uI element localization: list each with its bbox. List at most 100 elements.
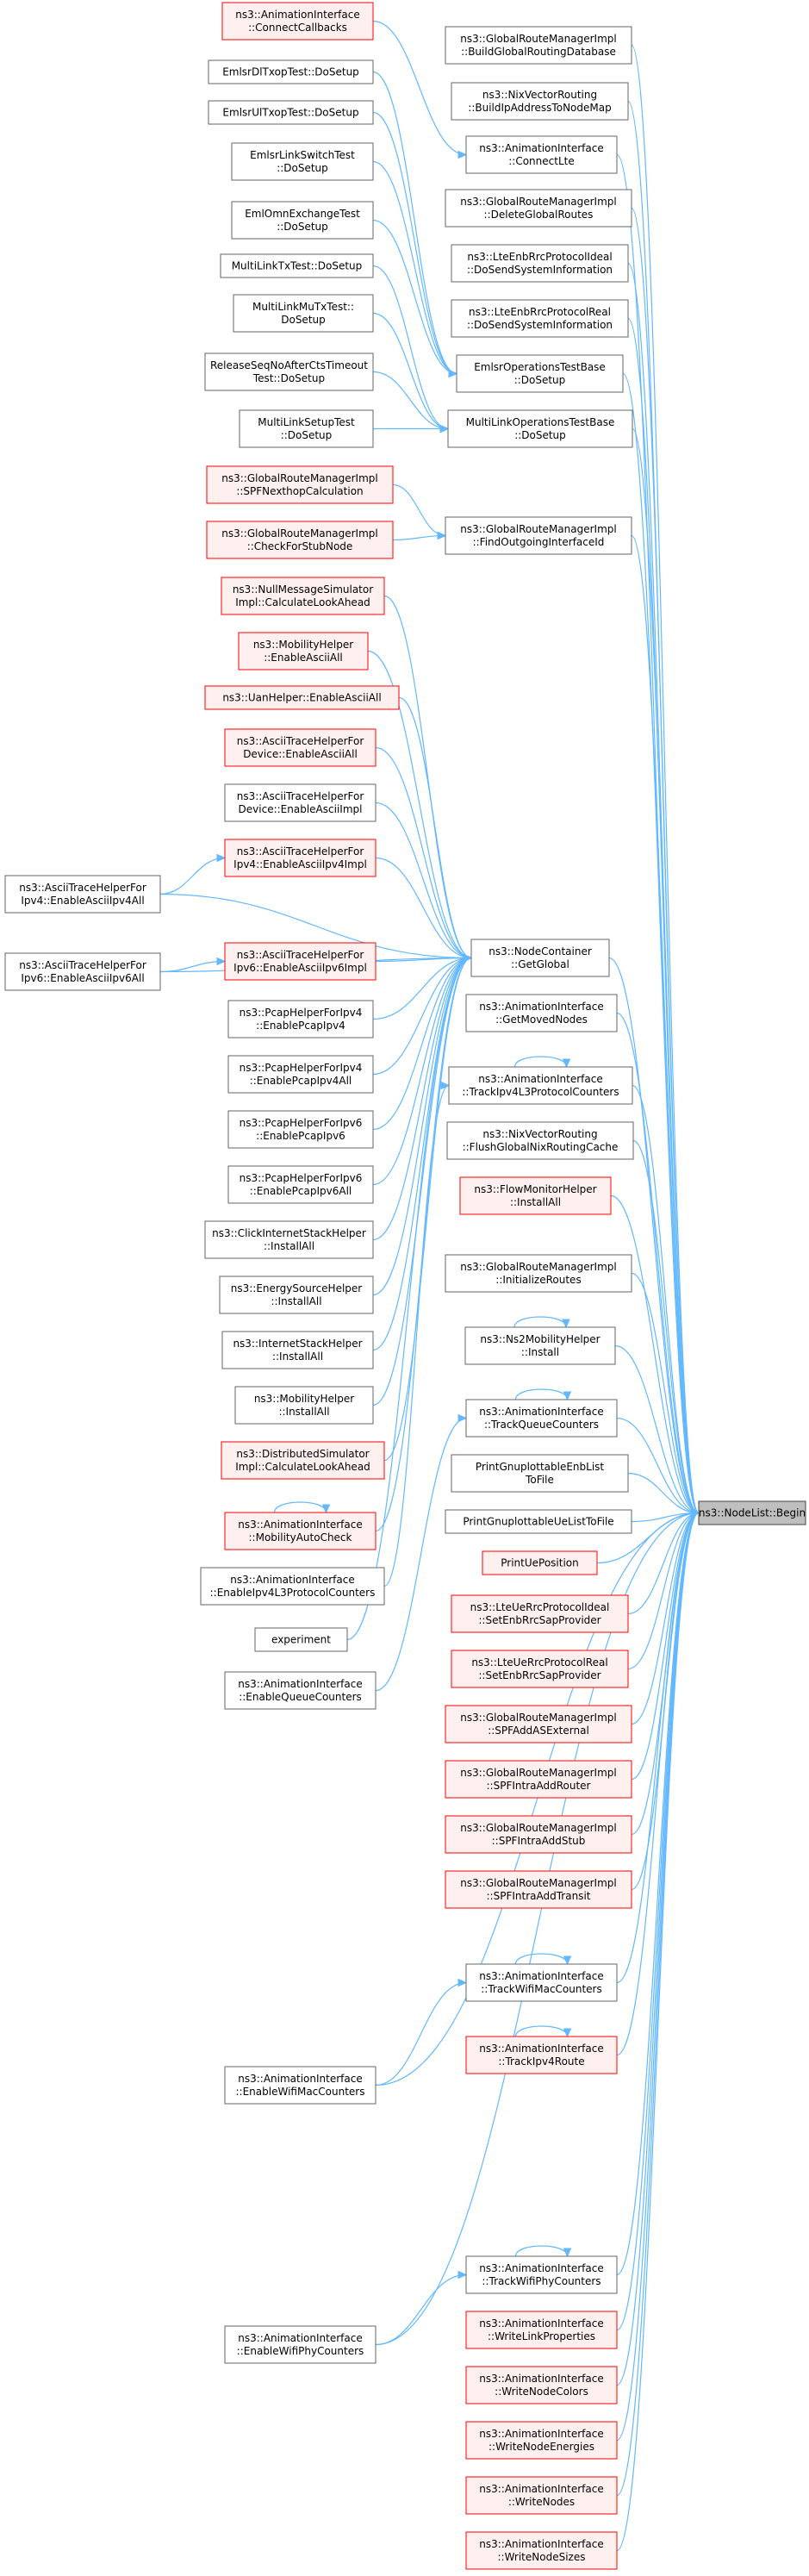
- node-multilinksetup[interactable]: MultiLinkSetupTest::DoSetup: [239, 409, 374, 448]
- node-pcap-ipv4all[interactable]: ns3::PcapHelperForIpv4::EnablePcapIpv4Al…: [227, 1055, 374, 1094]
- edge-nodecont-to-target: [608, 957, 700, 1514]
- node-grm-checkstub[interactable]: ns3::GlobalRouteManagerImpl::CheckForStu…: [206, 521, 394, 559]
- node-emlsr-ul[interactable]: EmlsrUlTxopTest::DoSetup: [208, 100, 374, 125]
- node-grm-spftransit[interactable]: ns3::GlobalRouteManagerImpl::SPFIntraAdd…: [445, 1870, 632, 1909]
- node-pcap-ipv4[interactable]: ns3::PcapHelperForIpv4::EnablePcapIpv4: [227, 1000, 374, 1039]
- node-uan-ascii[interactable]: ns3::UanHelper::EnableAsciiAll: [204, 685, 400, 710]
- node-mob-install[interactable]: ns3::MobilityHelper::InstallAll: [234, 1386, 374, 1425]
- node-ai-connectlte[interactable]: ns3::AnimationInterface::ConnectLte: [465, 135, 618, 174]
- node-emlsr-dl[interactable]: EmlsrDlTxopTest::DoSetup: [208, 59, 374, 84]
- node-grm-delete[interactable]: ns3::GlobalRouteManagerImpl::DeleteGloba…: [445, 189, 632, 228]
- edge-releaseseq-to-mlops: [372, 371, 449, 430]
- node-mlops[interactable]: MultiLinkOperationsTestBase::DoSetup: [447, 409, 633, 448]
- node-box: [220, 253, 374, 278]
- node-label-line: ::EnablePcapIpv4: [256, 1020, 345, 1032]
- node-label-line: ns3::AnimationInterface: [235, 9, 359, 21]
- node-print-ue[interactable]: PrintGnuplottableUeListToFile: [445, 1509, 632, 1534]
- node-grm-buildglobal[interactable]: ns3::GlobalRouteManagerImpl::BuildGlobal…: [445, 26, 632, 65]
- edge-emlsr_dl-to-emlsrops: [372, 71, 457, 375]
- node-ai-enipv4l3[interactable]: ns3::AnimationInterface::EnableIpv4L3Pro…: [200, 1567, 385, 1606]
- node-multilinkmu[interactable]: MultiLinkMuTxTest::DoSetup: [233, 294, 374, 333]
- node-nullmsg[interactable]: ns3::NullMessageSimulatorImpl::Calculate…: [221, 577, 385, 615]
- node-ai-trackwifiphy[interactable]: ns3::AnimationInterface::TrackWifiPhyCou…: [465, 2255, 618, 2294]
- node-label-line: experiment: [271, 1634, 331, 1646]
- node-emlomn[interactable]: EmlOmnExchangeTest::DoSetup: [231, 201, 374, 240]
- node-flowmon[interactable]: ns3::FlowMonitorHelper::InstallAll: [459, 1176, 612, 1215]
- node-emlsr-link[interactable]: EmlsrLinkSwitchTest::DoSetup: [231, 142, 374, 181]
- node-ai-writeenergies[interactable]: ns3::AnimationInterface::WriteNodeEnergi…: [465, 2421, 618, 2460]
- node-label-line: ::TrackWifiMacCounters: [481, 1983, 602, 1995]
- node-nix-buildip[interactable]: ns3::NixVectorRouting::BuildIpAddressToN…: [451, 82, 629, 121]
- node-energy-install[interactable]: ns3::EnergySourceHelper::InstallAll: [219, 1276, 374, 1314]
- edge-ai_enipv4l3-to-ai_trackipv4l3: [383, 1084, 450, 1587]
- node-atipv6-impl[interactable]: ns3::AsciiTraceHelperForIpv6::EnableAsci…: [224, 942, 376, 981]
- node-click-install[interactable]: ns3::ClickInternetStackHelper::InstallAl…: [204, 1220, 374, 1259]
- node-lte-ue-real[interactable]: ns3::LteUeRrcProtocolReal::SetEnbRrcSapP…: [451, 1650, 629, 1688]
- node-grm-findout[interactable]: ns3::GlobalRouteManagerImpl::FindOutgoin…: [445, 516, 632, 555]
- node-ai-enqueue[interactable]: ns3::AnimationInterface::EnableQueueCoun…: [224, 1671, 376, 1710]
- node-experiment[interactable]: experiment: [254, 1627, 348, 1652]
- node-pcap-ipv6[interactable]: ns3::PcapHelperForIpv6::EnablePcapIpv6: [227, 1110, 374, 1149]
- node-emlsrops[interactable]: EmlsrOperationsTestBase::DoSetup: [456, 354, 624, 393]
- node-ai-trackipv4route[interactable]: ns3::AnimationInterface::TrackIpv4Route: [465, 2036, 618, 2074]
- node-mobility-ascii[interactable]: ns3::MobilityHelper::EnableAsciiAll: [238, 632, 369, 671]
- node-label-line: ns3::LteUeRrcProtocolReal: [471, 1656, 607, 1668]
- node-grm-spfext[interactable]: ns3::GlobalRouteManagerImpl::SPFAddASExt…: [445, 1705, 632, 1743]
- node-atdev-all[interactable]: ns3::AsciiTraceHelperForDevice::EnableAs…: [224, 728, 376, 767]
- node-box: [451, 1650, 629, 1688]
- edge-ai_writesizes-to-target-arrowhead: [690, 1508, 700, 1518]
- node-label-line: ::SetEnbRrcSapProvider: [478, 1669, 601, 1681]
- node-ns2mob[interactable]: ns3::Ns2MobilityHelper::Install: [464, 1326, 616, 1365]
- node-inet-install[interactable]: ns3::InternetStackHelper::InstallAll: [221, 1331, 374, 1369]
- node-ai-enwifimac[interactable]: ns3::AnimationInterface::EnableWifiMacCo…: [224, 2066, 376, 2105]
- node-grm-init[interactable]: ns3::GlobalRouteManagerImpl::InitializeR…: [445, 1254, 632, 1293]
- node-distsim[interactable]: ns3::DistributedSimulatorImpl::Calculate…: [221, 1441, 385, 1480]
- edge-mob_install-to-nodecont: [372, 957, 472, 1407]
- node-atdev-impl[interactable]: ns3::AsciiTraceHelperForDevice::EnableAs…: [224, 783, 376, 822]
- node-grm-spfrouter[interactable]: ns3::GlobalRouteManagerImpl::SPFIntraAdd…: [445, 1760, 632, 1799]
- node-label-line: ns3::AnimationInterface: [479, 142, 603, 154]
- node-ai-writecolors[interactable]: ns3::AnimationInterface::WriteNodeColors: [465, 2366, 618, 2404]
- node-multilinktx[interactable]: MultiLinkTxTest::DoSetup: [220, 253, 374, 278]
- edge-grm_spfext-to-target: [631, 1512, 700, 1725]
- node-label-line: ns3::GlobalRouteManagerImpl: [460, 33, 616, 45]
- node-ai-trackipv4l3[interactable]: ns3::AnimationInterface::TrackIpv4L3Prot…: [448, 1066, 633, 1105]
- node-ai-enwifiphy[interactable]: ns3::AnimationInterface::EnableWifiPhyCo…: [224, 2325, 376, 2364]
- edge-nix_flush-to-target: [632, 1139, 700, 1514]
- edge-ai_trackipv4l3-to-ai_trackipv4l3-arrowhead: [562, 1058, 571, 1069]
- node-lte-ideal-sys[interactable]: ns3::LteEnbRrcProtocolIdeal::DoSendSyste…: [451, 244, 629, 283]
- node-lte-ue-ideal[interactable]: ns3::LteUeRrcProtocolIdeal::SetEnbRrcSap…: [451, 1594, 629, 1633]
- node-label-line: ::EnableWifiMacCounters: [236, 2086, 365, 2098]
- node-label-line: ::InstallAll: [510, 1196, 561, 1208]
- node-ai-mobcheck[interactable]: ns3::AnimationInterface::MobilityAutoChe…: [224, 1512, 376, 1550]
- node-nix-flush[interactable]: ns3::NixVectorRouting::FlushGlobalNixRou…: [446, 1121, 634, 1160]
- node-label-line: ns3::MobilityHelper: [253, 639, 353, 651]
- edge-mlops-to-target: [632, 427, 700, 1514]
- edge-ai_trackwifimac-to-target: [616, 1512, 700, 1984]
- node-ai-writesizes[interactable]: ns3::AnimationInterface::WriteNodeSizes: [465, 2531, 618, 2570]
- node-print-uepos[interactable]: PrintUePosition: [482, 1550, 598, 1575]
- edge-ns2mob-to-ns2mob-arrowhead: [562, 1319, 570, 1329]
- node-pcap-ipv6all[interactable]: ns3::PcapHelperForIpv6::EnablePcapIpv6Al…: [227, 1165, 374, 1204]
- node-nodecont[interactable]: ns3::NodeContainer::GetGlobal: [470, 939, 610, 977]
- node-ai-writelink[interactable]: ns3::AnimationInterface::WriteLinkProper…: [465, 2311, 618, 2349]
- node-ai-getmoved[interactable]: ns3::AnimationInterface::GetMovedNodes: [465, 994, 618, 1032]
- node-label-line: ::SPFAddASExternal: [488, 1725, 589, 1737]
- node-atipv4-all[interactable]: ns3::AsciiTraceHelperForIpv4::EnableAsci…: [4, 875, 161, 914]
- node-grm-spfnext[interactable]: ns3::GlobalRouteManagerImpl::SPFNexthopC…: [206, 465, 394, 504]
- node-ai-connectcb[interactable]: ns3::AnimationInterface::ConnectCallback…: [221, 2, 374, 41]
- node-label-line: ::EnablePcapIpv4All: [250, 1075, 352, 1087]
- node-lte-real-sys[interactable]: ns3::LteEnbRrcProtocolReal::DoSendSystem…: [451, 299, 629, 338]
- node-label-line: ns3::LteEnbRrcProtocolIdeal: [467, 251, 612, 263]
- node-target[interactable]: ns3::NodeList::Begin: [698, 1500, 806, 1525]
- node-ai-trackqueue[interactable]: ns3::AnimationInterface::TrackQueueCount…: [465, 1399, 618, 1438]
- node-atipv6-all[interactable]: ns3::AsciiTraceHelperForIpv6::EnableAsci…: [4, 952, 161, 991]
- node-atipv4-impl[interactable]: ns3::AsciiTraceHelperForIpv4::EnableAsci…: [224, 839, 376, 877]
- node-ai-trackwifimac[interactable]: ns3::AnimationInterface::TrackWifiMacCou…: [465, 1963, 618, 2002]
- node-grm-spfstub[interactable]: ns3::GlobalRouteManagerImpl::SPFIntraAdd…: [445, 1815, 632, 1854]
- node-box: [451, 82, 629, 121]
- node-ai-writenodes[interactable]: ns3::AnimationInterface::WriteNodes: [465, 2476, 618, 2515]
